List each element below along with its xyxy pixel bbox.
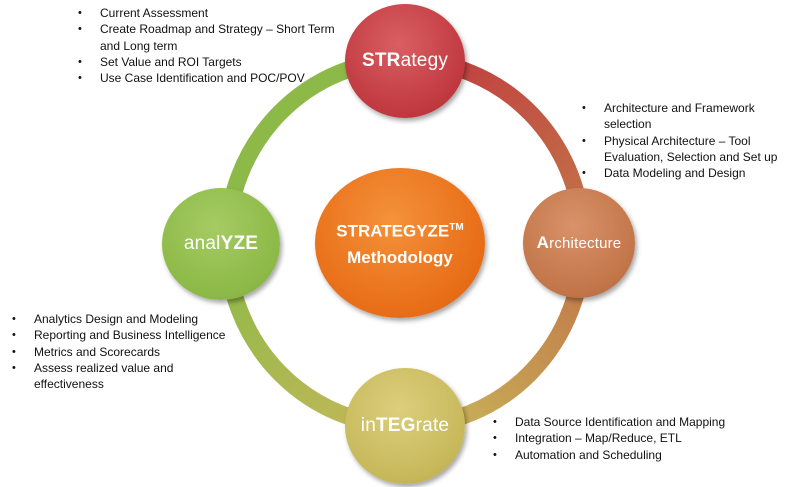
methodology-center-node: STRATEGYZETM Methodology	[315, 168, 485, 318]
trademark-mark: TM	[449, 222, 464, 234]
methodology-title: STRATEGYZETM	[336, 221, 464, 241]
strategy-bullet-list: Current Assessment Create Roadmap and St…	[74, 5, 344, 87]
list-item: Physical Architecture – Tool Evaluation,…	[578, 133, 793, 166]
integrate-label: inTEGrate	[360, 415, 450, 436]
list-item: Current Assessment	[74, 5, 344, 22]
list-item: Architecture and Framework selection	[578, 100, 793, 133]
list-item: Data Source Identification and Mapping	[489, 414, 769, 431]
list-item: Reporting and Business Intelligence	[8, 327, 238, 344]
methodology-subtitle: Methodology	[347, 247, 453, 267]
integrate-node: inTEGrate	[345, 368, 465, 484]
strategy-node: STRategy	[345, 4, 465, 118]
list-item: Use Case Identification and POC/POV	[74, 70, 344, 87]
architecture-bullet-list: Architecture and Framework selection Phy…	[578, 100, 793, 182]
list-item: Create Roadmap and Strategy – Short Term…	[74, 21, 344, 54]
list-item: Metrics and Scorecards	[8, 344, 238, 361]
list-item: Data Modeling and Design	[578, 165, 793, 182]
list-item: Set Value and ROI Targets	[74, 54, 344, 71]
list-item: Assess realized value and effectiveness	[8, 360, 238, 393]
architecture-node: Architecture	[523, 188, 635, 298]
analyze-node: analYZE	[162, 188, 280, 300]
list-item: Automation and Scheduling	[489, 447, 769, 464]
strategy-label: STRategy	[361, 50, 449, 71]
analyze-bullet-list: Analytics Design and Modeling Reporting …	[8, 311, 238, 392]
list-item: Analytics Design and Modeling	[8, 311, 238, 328]
list-item: Integration – Map/Reduce, ETL	[489, 430, 769, 447]
analyze-label: analYZE	[183, 233, 259, 254]
architecture-label: Architecture	[536, 233, 622, 252]
integrate-bullet-list: Data Source Identification and Mapping I…	[489, 414, 769, 463]
